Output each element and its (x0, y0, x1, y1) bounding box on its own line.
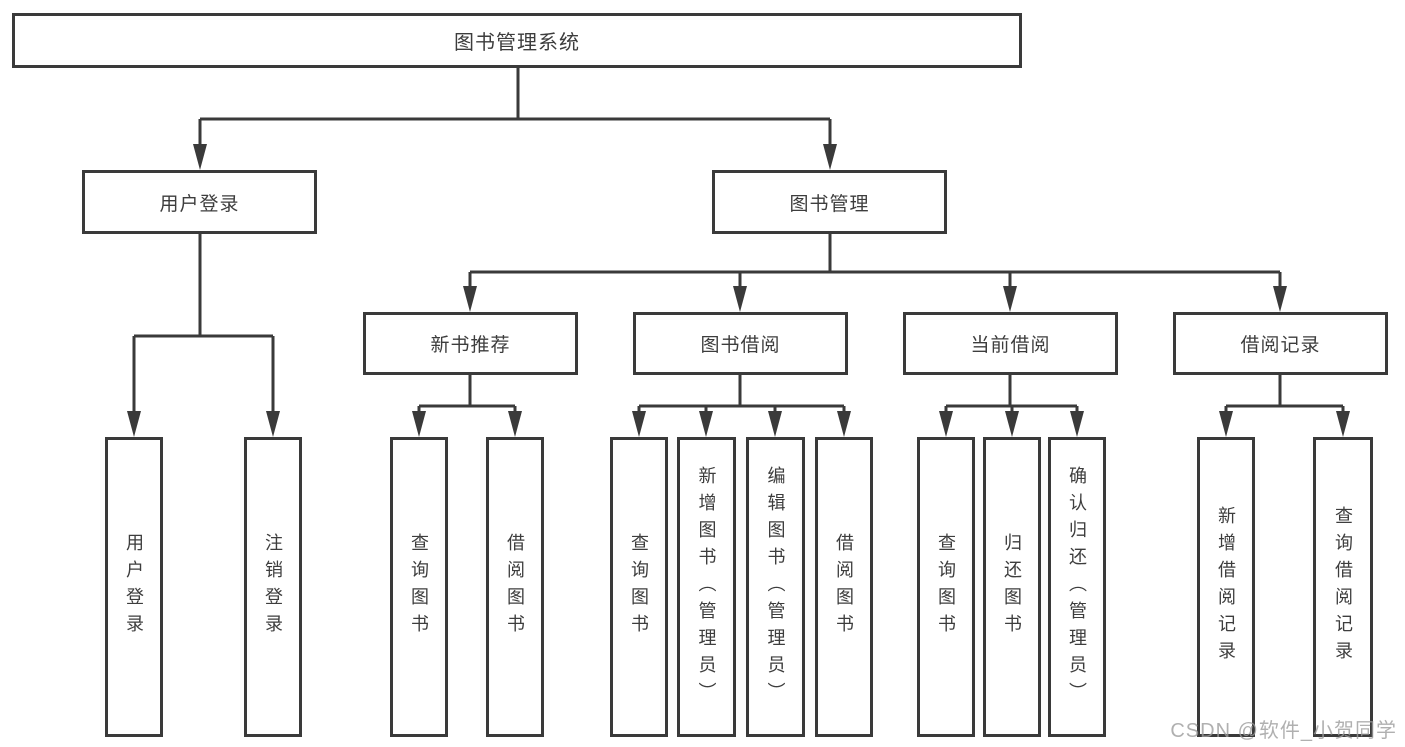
connector-root-to-level1 (198, 68, 832, 146)
node-label: 查询图书 (629, 533, 649, 641)
node-label: 借阅图书 (834, 533, 854, 641)
node-book-borrow: 图书借阅 (633, 312, 848, 375)
connector-new-book-to-leaves (417, 375, 517, 413)
node-label: 当前借阅 (970, 335, 1051, 356)
connector-borrow-record-to-leaves (1224, 375, 1345, 413)
leaf-borrow-edit-admin: 编辑图书（管理员） (746, 437, 805, 737)
node-label: 新书推荐 (430, 335, 511, 356)
node-borrow-record: 借阅记录 (1173, 312, 1388, 375)
node-label: 新增图书（管理员） (696, 465, 717, 709)
leaf-record-query: 查询借阅记录 (1313, 437, 1373, 737)
node-label: 借阅图书 (505, 533, 525, 641)
leaf-current-confirm-admin: 确认归还（管理员） (1048, 437, 1106, 737)
connector-user-login-to-leaves (132, 234, 275, 413)
leaf-borrow-book: 借阅图书 (815, 437, 873, 737)
node-root-system: 图书管理系统 (12, 13, 1022, 68)
node-label: 图书管理系统 (454, 32, 580, 54)
node-label: 图书管理 (789, 193, 870, 215)
node-label: 查询图书 (936, 533, 956, 641)
node-label: 编辑图书（管理员） (765, 465, 786, 709)
connector-current-borrow-to-leaves (944, 375, 1079, 413)
node-label: 注销登录 (263, 533, 283, 641)
node-label: 查询借阅记录 (1333, 506, 1353, 668)
node-label: 用户登录 (159, 193, 240, 215)
leaf-newbook-query: 查询图书 (390, 437, 448, 737)
leaf-record-add: 新增借阅记录 (1197, 437, 1255, 737)
leaf-borrow-query: 查询图书 (610, 437, 668, 737)
node-label: 确认归还（管理员） (1067, 465, 1087, 709)
leaf-borrow-add-admin: 新增图书（管理员） (677, 437, 736, 737)
leaf-current-query: 查询图书 (917, 437, 975, 737)
node-new-book-recommend: 新书推荐 (363, 312, 578, 375)
connector-book-mgmt-to-level2 (468, 234, 1282, 288)
node-book-management: 图书管理 (712, 170, 947, 234)
leaf-user-login: 用户登录 (105, 437, 163, 737)
node-label: 图书借阅 (700, 335, 781, 356)
arrowhead-icons (127, 144, 1350, 437)
node-label: 查询图书 (409, 533, 429, 641)
node-label: 新增借阅记录 (1216, 506, 1236, 668)
node-current-borrow: 当前借阅 (903, 312, 1118, 375)
node-label: 借阅记录 (1240, 335, 1321, 356)
node-label: 归还图书 (1002, 533, 1022, 641)
leaf-logout: 注销登录 (244, 437, 302, 737)
node-label: 用户登录 (124, 533, 144, 641)
leaf-current-return: 归还图书 (983, 437, 1041, 737)
node-user-login: 用户登录 (82, 170, 317, 234)
connector-book-borrow-to-leaves (637, 375, 846, 413)
leaf-newbook-borrow: 借阅图书 (486, 437, 544, 737)
